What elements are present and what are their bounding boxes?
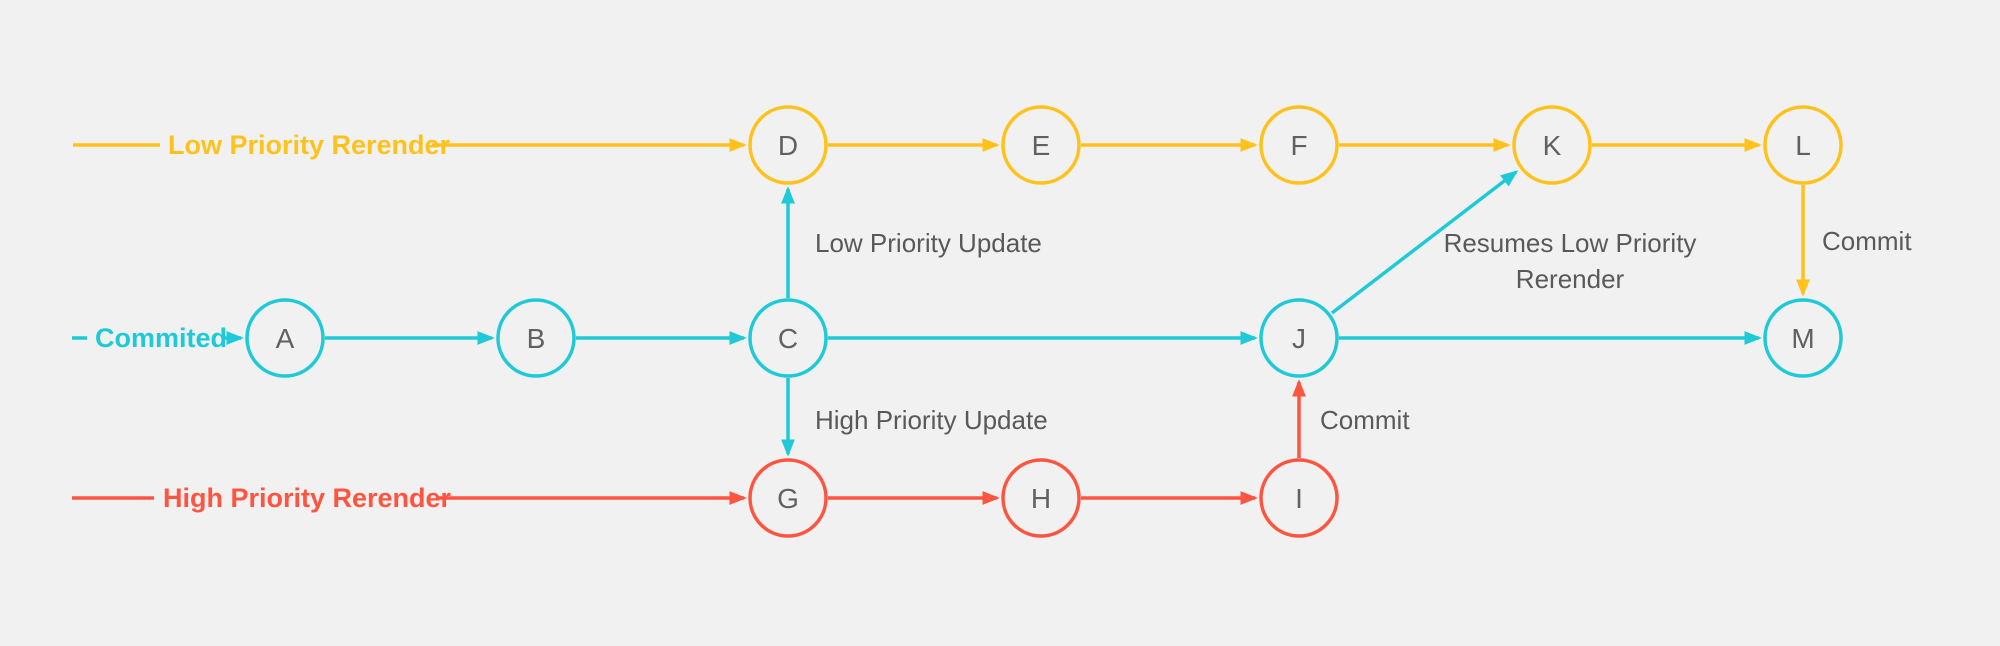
node-E-circle (1001, 105, 1081, 185)
node-K-label: K (1543, 130, 1562, 161)
node-E-label: E (1032, 130, 1051, 161)
node-B-circle (496, 298, 576, 378)
node-F: F (1259, 105, 1339, 185)
node-F-circle (1259, 105, 1339, 185)
node-D-circle (748, 105, 828, 185)
node-K: K (1512, 105, 1592, 185)
node-J-circle (1259, 298, 1339, 378)
node-D-label: D (778, 130, 798, 161)
node-I-label: I (1295, 483, 1303, 514)
annotation-high-priority-update: High Priority Update (815, 405, 1048, 435)
node-M-label: M (1791, 323, 1814, 354)
node-J: J (1259, 298, 1339, 378)
node-H-label: H (1031, 483, 1051, 514)
annotation-commit-high-priority: Commit (1320, 405, 1410, 435)
node-K-circle (1512, 105, 1592, 185)
node-C-label: C (778, 323, 798, 354)
node-M: M (1763, 298, 1843, 378)
lane-label-low-priority-rerender: Low Priority Rerender (168, 130, 451, 160)
node-G: G (748, 458, 828, 538)
node-L-circle (1763, 105, 1843, 185)
annotation-low-priority-update: Low Priority Update (815, 228, 1042, 258)
node-G-circle (748, 458, 828, 538)
node-B-label: B (527, 323, 546, 354)
node-C-circle (748, 298, 828, 378)
node-A-label: A (276, 323, 295, 354)
node-I-circle (1259, 458, 1339, 538)
node-A: A (245, 298, 325, 378)
node-B: B (496, 298, 576, 378)
node-L: L (1763, 105, 1843, 185)
edge-J-to-K-resume (1330, 170, 1519, 315)
annotation-resumes-low-priority-rerender-line-1: Resumes Low Priority (1444, 228, 1697, 258)
node-H: H (1001, 458, 1081, 538)
lane-label-commited: Commited (95, 323, 227, 353)
node-G-label: G (777, 483, 799, 514)
node-A-circle (245, 298, 325, 378)
node-M-circle (1763, 298, 1843, 378)
node-J-label: J (1292, 323, 1306, 354)
annotation-resumes-low-priority-rerender-line-2: Rerender (1516, 264, 1625, 294)
node-D: D (748, 105, 828, 185)
node-L-label: L (1795, 130, 1811, 161)
node-F-label: F (1290, 130, 1307, 161)
node-H-circle (1001, 458, 1081, 538)
lane-label-high-priority-rerender: High Priority Rerender (163, 483, 452, 513)
node-I: I (1259, 458, 1339, 538)
node-C: C (748, 298, 828, 378)
node-E: E (1001, 105, 1081, 185)
annotation-commit-low-priority: Commit (1822, 226, 1912, 256)
